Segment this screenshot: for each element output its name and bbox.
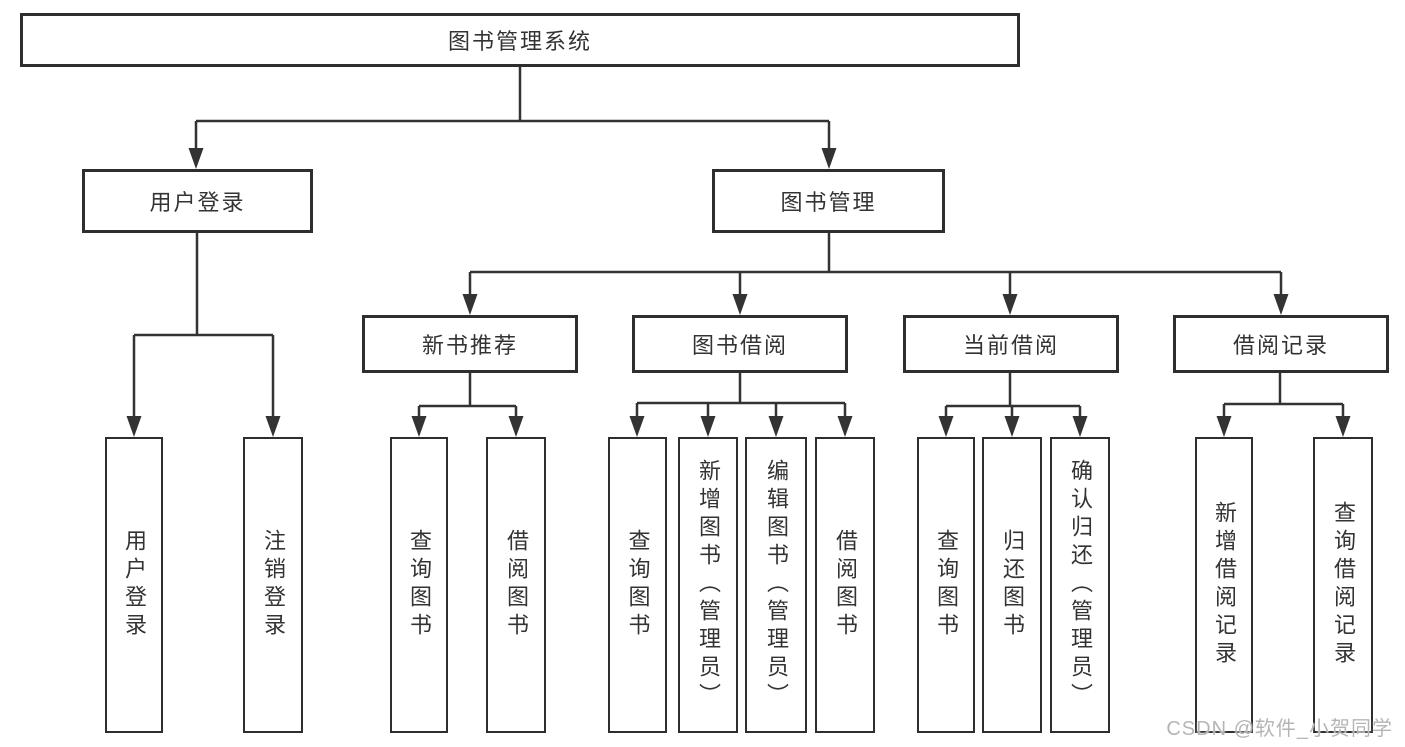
node-label: 新书推荐	[421, 333, 518, 358]
node-label: 注销登录	[261, 529, 286, 641]
arrowhead-icon	[126, 416, 142, 437]
node-query-books-recommend: 查询图书	[390, 437, 448, 733]
node-label: 查询借阅记录	[1331, 501, 1356, 669]
node-book-borrowing: 图书借阅	[632, 315, 848, 373]
node-user-login: 用户登录	[82, 169, 313, 233]
arrowhead-icon	[821, 148, 837, 169]
node-new-book-recommend: 新书推荐	[362, 315, 578, 373]
arrowhead-icon	[1004, 416, 1020, 437]
node-label: 借阅记录	[1232, 333, 1329, 358]
arrowhead-icon	[1002, 294, 1018, 315]
arrowhead-icon	[411, 416, 427, 437]
arrowhead-icon	[629, 416, 645, 437]
arrowhead-icon	[837, 416, 853, 437]
node-borrowing-records: 借阅记录	[1173, 315, 1389, 373]
node-library-management-system: 图书管理系统	[20, 13, 1020, 67]
arrowhead-icon	[188, 148, 204, 169]
csdn-watermark: CSDN @软件_小贺同学	[1166, 718, 1393, 740]
arrowhead-icon	[1335, 416, 1351, 437]
node-edit-books-admin: 编辑图书（管理员）	[745, 437, 807, 733]
node-query-books-current: 查询图书	[917, 437, 975, 733]
node-label: 归还图书	[1000, 529, 1025, 641]
node-label: 图书借阅	[691, 333, 788, 358]
node-label: 借阅图书	[504, 529, 529, 641]
node-label: 查询图书	[934, 529, 959, 641]
node-return-books: 归还图书	[982, 437, 1042, 733]
node-label: 编辑图书（管理员）	[764, 459, 789, 711]
node-label: 图书管理系统	[447, 29, 592, 54]
node-query-books-borrowing: 查询图书	[608, 437, 667, 733]
node-add-books-admin: 新增图书（管理员）	[678, 437, 738, 733]
arrowhead-icon	[1072, 416, 1088, 437]
arrowhead-icon	[508, 416, 524, 437]
node-book-management: 图书管理	[712, 169, 945, 233]
node-borrow-books-recommend: 借阅图书	[486, 437, 546, 733]
arrowhead-icon	[462, 294, 478, 315]
node-label: 查询图书	[625, 529, 651, 641]
arrowhead-icon	[700, 416, 716, 437]
node-label: 查询图书	[407, 529, 432, 641]
node-borrow-books: 借阅图书	[815, 437, 875, 733]
node-label: 新增图书（管理员）	[696, 459, 721, 711]
node-label: 当前借阅	[962, 333, 1059, 358]
arrowhead-icon	[732, 294, 748, 315]
node-label: 用户登录	[149, 190, 246, 215]
node-confirm-return-admin: 确认归还（管理员）	[1050, 437, 1110, 733]
arrowhead-icon	[938, 416, 954, 437]
node-label: 用户登录	[122, 529, 147, 641]
node-query-borrow-record: 查询借阅记录	[1313, 437, 1373, 733]
arrowhead-icon	[265, 416, 281, 437]
node-current-borrowing: 当前借阅	[903, 315, 1119, 373]
arrowhead-icon	[1216, 416, 1232, 437]
node-user-login-leaf: 用户登录	[105, 437, 163, 733]
arrowhead-icon	[768, 416, 784, 437]
arrowhead-icon	[1273, 294, 1289, 315]
node-label: 确认归还（管理员）	[1068, 459, 1093, 711]
node-label: 借阅图书	[833, 529, 858, 641]
node-logout: 注销登录	[243, 437, 303, 733]
node-label: 图书管理	[780, 190, 877, 215]
node-label: 新增借阅记录	[1212, 501, 1237, 669]
node-add-borrow-record: 新增借阅记录	[1195, 437, 1253, 733]
